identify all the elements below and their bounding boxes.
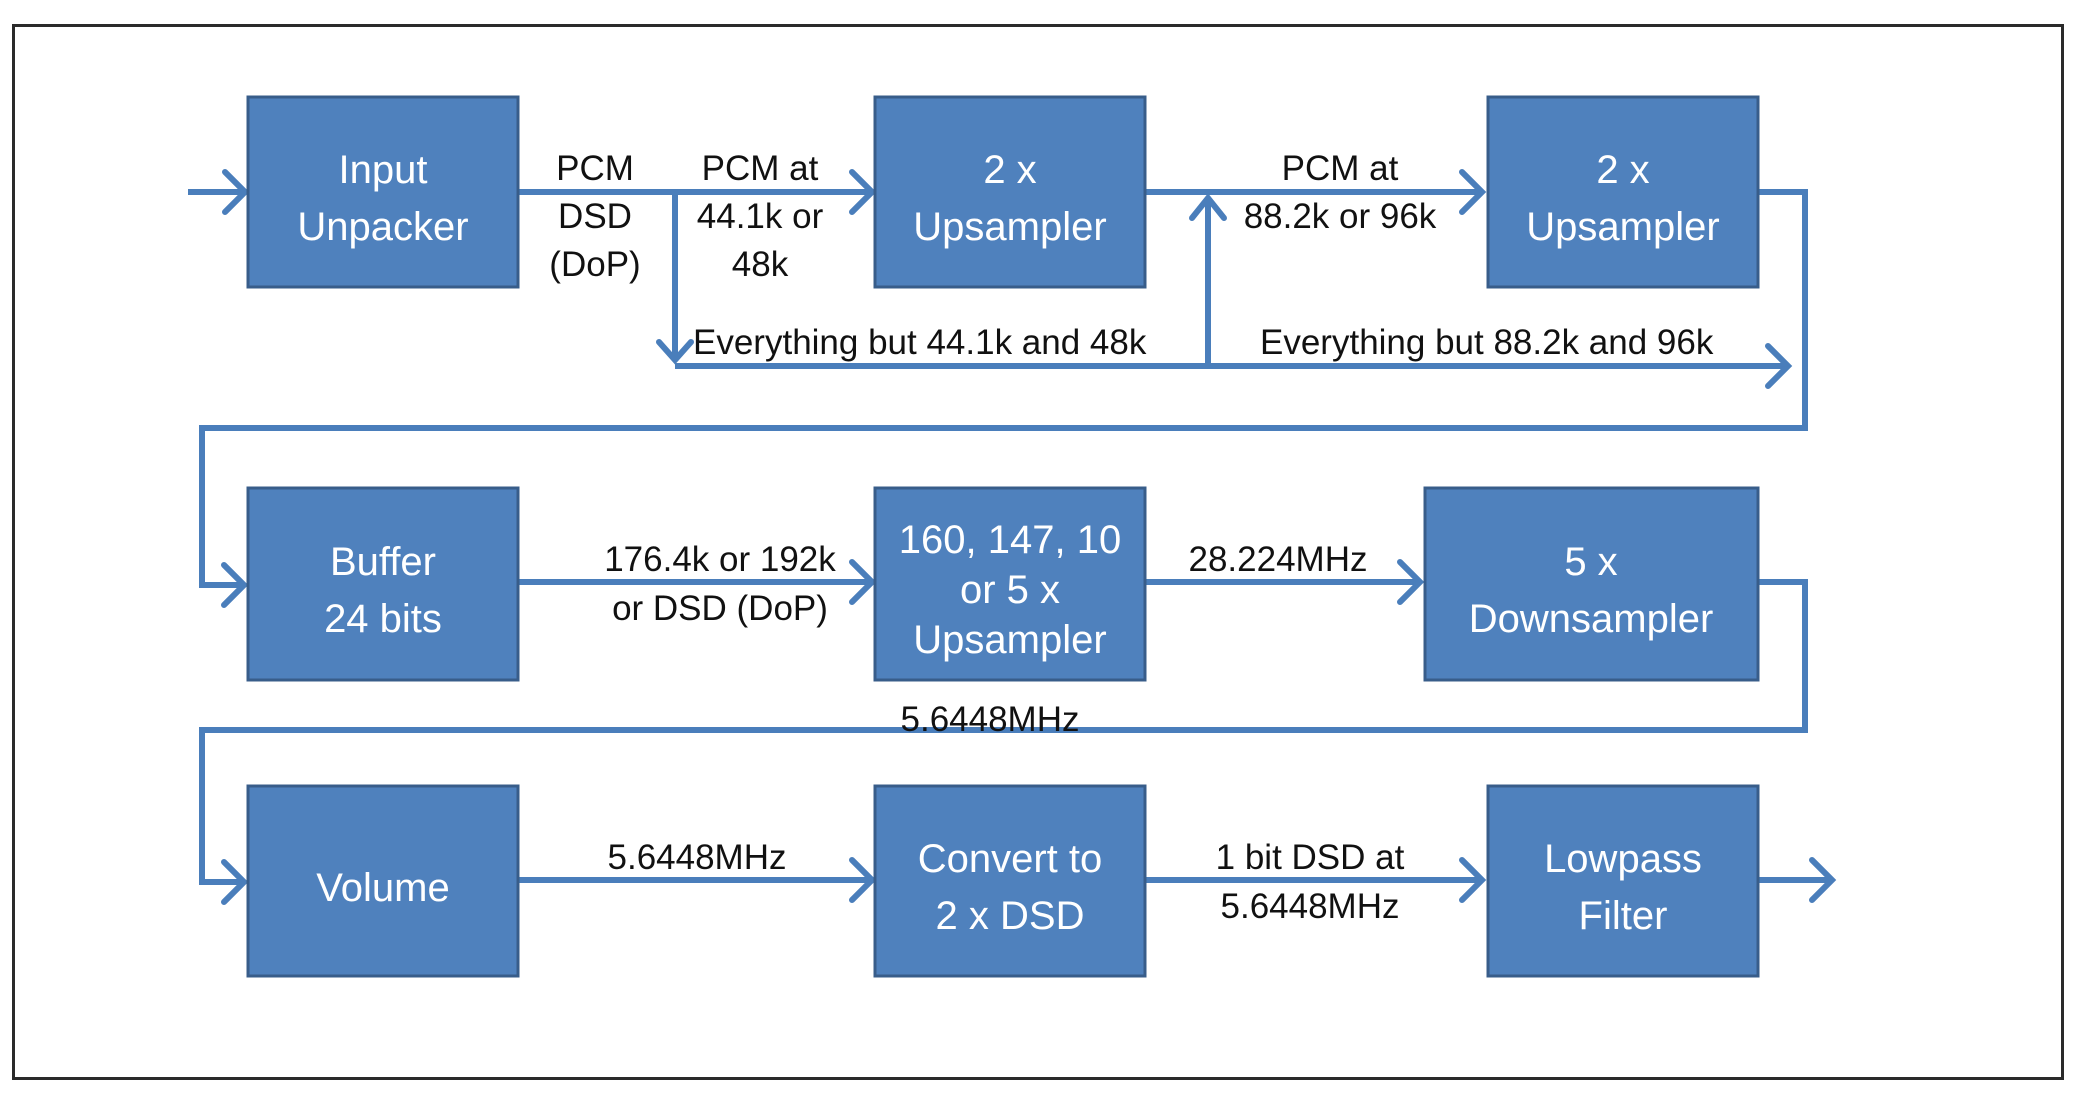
lowpass-arrowhead	[1459, 857, 1487, 903]
branch-up-arrowhead	[1189, 193, 1227, 221]
multi-upsampler-arrowhead	[849, 559, 877, 605]
label-pcm-44-48-line3: 48k	[732, 245, 789, 284]
convert-arrowhead	[849, 857, 877, 903]
label-pcm-44-48-line1: PCM at	[702, 149, 819, 188]
connectors	[188, 169, 1837, 905]
upsampler-b-arrowhead	[1459, 169, 1487, 215]
label-formats-line1: PCM	[556, 149, 634, 188]
connector-labels: PCM DSD (DoP) PCM at 44.1k or 48k PCM at…	[549, 149, 1714, 926]
block-upsampler-b-line2: Upsampler	[1526, 205, 1719, 249]
label-bypass-1: Everything but 44.1k and 48k	[693, 323, 1147, 362]
label-bypass-2: Everything but 88.2k and 96k	[1260, 323, 1714, 362]
label-rate-56-return: 5.6448MHz	[901, 700, 1080, 739]
block-upsampler-b-line1: 2 x	[1596, 148, 1649, 192]
block-buffer-line2: 24 bits	[324, 597, 442, 641]
block-lowpass: Lowpass Filter	[1486, 784, 1760, 978]
row1-return-line	[199, 189, 1808, 588]
block-buffer: Buffer 24 bits	[246, 486, 520, 682]
label-dsd-out-line2: 5.6448MHz	[1221, 887, 1400, 926]
input-arrowhead	[222, 169, 250, 215]
block-upsampler-b: 2 x Upsampler	[1486, 95, 1760, 289]
label-buffer-out-line2: or DSD (DoP)	[612, 589, 828, 628]
block-volume: Volume	[246, 784, 520, 978]
volume-arrowhead	[221, 859, 249, 905]
block-lowpass-line1: Lowpass	[1544, 837, 1702, 881]
label-pcm-44-48-line2: 44.1k or	[697, 197, 824, 236]
label-rate-28: 28.224MHz	[1189, 540, 1368, 579]
block-convert-line2: 2 x DSD	[936, 894, 1085, 938]
block-input-unpacker: Input Unpacker	[246, 95, 520, 289]
block-upsampler-a-line1: 2 x	[983, 148, 1036, 192]
row2-return-line	[199, 579, 1808, 885]
block-convert: Convert to 2 x DSD	[873, 784, 1147, 978]
block-downsampler: 5 x Downsampler	[1423, 486, 1760, 682]
block-multi-upsampler-line1: 160, 147, 10	[899, 518, 1121, 562]
block-upsampler-a-line2: Upsampler	[913, 205, 1106, 249]
block-input-unpacker-line2: Unpacker	[297, 205, 468, 249]
diagram-frame	[12, 24, 2064, 1080]
block-downsampler-line1: 5 x	[1564, 540, 1617, 584]
label-dsd-out-line1: 1 bit DSD at	[1216, 838, 1405, 877]
label-buffer-out-line1: 176.4k or 192k	[604, 540, 836, 579]
output-arrowhead	[1809, 857, 1837, 903]
block-lowpass-line2: Filter	[1579, 894, 1668, 938]
block-downsampler-line2: Downsampler	[1469, 597, 1714, 641]
bypass-arrowhead	[1765, 343, 1793, 389]
block-multi-upsampler-line3: Upsampler	[913, 618, 1106, 662]
upsampler-a-arrowhead	[849, 169, 877, 215]
label-formats-line3: (DoP)	[549, 245, 640, 284]
label-formats-line2: DSD	[558, 197, 632, 236]
block-multi-upsampler: 160, 147, 10 or 5 x Upsampler	[873, 486, 1147, 682]
block-volume-line1: Volume	[316, 866, 449, 910]
block-buffer-line1: Buffer	[330, 540, 436, 584]
label-pcm-88-96-line1: PCM at	[1282, 149, 1399, 188]
downsampler-arrowhead	[1397, 559, 1425, 605]
block-upsampler-a: 2 x Upsampler	[873, 95, 1147, 289]
buffer-arrowhead	[221, 562, 249, 608]
label-rate-56-volume: 5.6448MHz	[608, 838, 787, 877]
label-pcm-88-96-line2: 88.2k or 96k	[1244, 197, 1437, 236]
block-convert-line1: Convert to	[918, 837, 1103, 881]
block-input-unpacker-line1: Input	[339, 148, 428, 192]
block-multi-upsampler-line2: or 5 x	[960, 568, 1060, 612]
branch-down-1-arrowhead	[656, 339, 694, 365]
